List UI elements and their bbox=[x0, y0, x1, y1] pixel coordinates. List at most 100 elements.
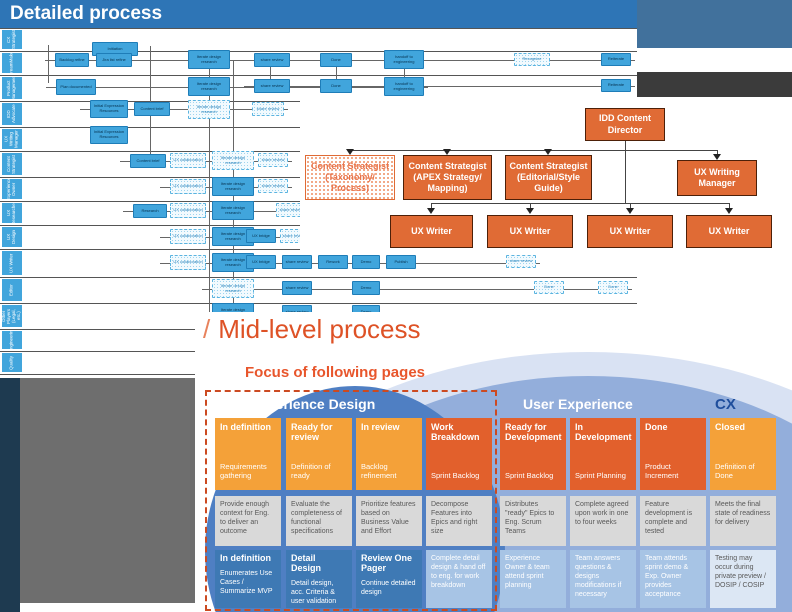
flow-box: share review bbox=[252, 102, 284, 116]
column-bottom-title: Detail Design bbox=[291, 553, 322, 573]
flow-box: Iterate design research bbox=[212, 253, 254, 272]
connector-line bbox=[336, 60, 337, 86]
column-header-subtitle: Sprint Backlog bbox=[505, 471, 554, 480]
flow-box: Iterate design research bbox=[212, 177, 254, 196]
connector-line bbox=[404, 60, 405, 86]
page-title: Detailed process bbox=[0, 0, 637, 28]
column-header-subtitle: Definition of ready bbox=[291, 462, 331, 480]
column-bottom-body: Team attends sprint demo & Exp. Owner pr… bbox=[645, 555, 689, 599]
column-bottom-note: Testing may occur during private preview… bbox=[710, 550, 776, 608]
flow-box: Initial Expression Resources bbox=[90, 100, 128, 118]
title-slash: / bbox=[203, 314, 211, 344]
flow-box: share review bbox=[254, 79, 290, 93]
background-steel-band bbox=[637, 0, 792, 48]
column-header-subtitle: Backlog refinement bbox=[361, 462, 397, 480]
flow-box: share review bbox=[282, 255, 312, 269]
column-header-subtitle: Requirements gathering bbox=[220, 462, 267, 480]
flow-box: share review bbox=[254, 53, 290, 67]
column-bottom-body: Enumerates Use Cases / Summarize MVP bbox=[220, 569, 273, 596]
column-header-subtitle: Product Increment bbox=[645, 462, 679, 480]
flow-box: Publish bbox=[386, 255, 416, 269]
flow-box: Research bbox=[133, 204, 167, 218]
section-header: User Experience bbox=[523, 396, 633, 412]
column-middle-note: Evaluate the completeness of functional … bbox=[286, 496, 352, 546]
flow-box: Done bbox=[320, 53, 352, 67]
flow-box: Backlog refine bbox=[55, 53, 89, 67]
column-header-title: Ready for Development bbox=[505, 422, 562, 443]
connector-line bbox=[160, 263, 540, 264]
swimlane-row: Editor bbox=[0, 278, 637, 304]
flow-box: Iterate design research bbox=[188, 100, 230, 119]
column-middle-note: Decompose Features into Epics and right … bbox=[426, 496, 492, 546]
flow-box: Done bbox=[534, 281, 564, 294]
column-header-title: In Development bbox=[575, 422, 632, 443]
flow-box: Done bbox=[320, 79, 352, 93]
flow-box: share review bbox=[258, 153, 288, 167]
column-header-title: Closed bbox=[715, 422, 746, 432]
flow-box: Iterate design research bbox=[188, 77, 230, 96]
flow-box: Content brief bbox=[134, 102, 170, 116]
mid-level-title: /Mid-level process bbox=[203, 314, 421, 344]
flow-box: Recognize bbox=[514, 53, 550, 66]
flow-box: handoff to engineering bbox=[384, 50, 424, 69]
flow-box: Initial Expression Resources bbox=[90, 126, 128, 144]
column-middle-note: Complete agreed upon work in one to four… bbox=[570, 496, 636, 546]
flow-box: UX bridge bbox=[246, 229, 276, 243]
flow-box: Demo bbox=[352, 255, 380, 269]
column-bottom-body: Testing may occur during private preview… bbox=[715, 555, 766, 590]
connector-line bbox=[202, 289, 632, 290]
column-bottom-body: Continue detailed design bbox=[361, 579, 416, 596]
focus-label: Focus of following pages bbox=[245, 364, 425, 381]
column-header-title: In review bbox=[361, 422, 400, 432]
flow-box: UX collaboration bbox=[170, 203, 206, 218]
flow-box: Rework bbox=[318, 255, 348, 269]
connector-line bbox=[48, 45, 49, 83]
focus-dashed-outline bbox=[205, 390, 497, 611]
org-chart-panel bbox=[300, 98, 792, 255]
column-middle-note: Feature development is complete and test… bbox=[640, 496, 706, 546]
column-header-subtitle: Sprint Backlog bbox=[431, 471, 480, 480]
flow-box: Demo bbox=[352, 281, 380, 295]
column-header-subtitle: Sprint Planning bbox=[575, 471, 626, 480]
flow-box: Jira list refine bbox=[96, 53, 132, 67]
flow-box: Reiterate bbox=[601, 79, 631, 92]
swimlane-row: UX Writer bbox=[0, 250, 637, 278]
background-dark-band bbox=[637, 72, 792, 97]
swimlane-row: DreamMaker bbox=[0, 52, 637, 76]
section-header: Experience Design bbox=[250, 396, 376, 412]
column-bottom-title: Review One Pager bbox=[361, 553, 413, 573]
column-bottom-note: Experience Owner & team attend sprint pl… bbox=[500, 550, 566, 608]
column-header-subtitle: Definition of Done bbox=[715, 462, 755, 480]
connector-line bbox=[46, 87, 428, 88]
connector-line bbox=[80, 109, 288, 110]
flow-box: share review bbox=[506, 255, 536, 268]
column-bottom-note: Complete detail design & hand off to eng… bbox=[426, 550, 492, 608]
column-header-title: Done bbox=[645, 422, 668, 432]
connector-line bbox=[120, 161, 292, 162]
flow-box: share review bbox=[276, 203, 306, 217]
flow-box: Done bbox=[598, 281, 628, 294]
swimlane-row: CX Strategist bbox=[0, 28, 637, 52]
flow-box: share review bbox=[282, 281, 312, 295]
column-middle-note: Distributes "ready" Epics to Eng. Scrum … bbox=[500, 496, 566, 546]
flow-box: Reiterate bbox=[601, 53, 631, 66]
column-header-title: Ready for review bbox=[291, 422, 333, 443]
flow-box: UX collaboration bbox=[170, 179, 206, 194]
flow-box: UX collaboration bbox=[170, 153, 206, 168]
flow-box: Plan documented bbox=[56, 79, 96, 95]
flow-box: Content brief bbox=[130, 154, 166, 168]
flow-box: Iterate design research bbox=[212, 227, 254, 246]
column-bottom-note: Team answers questions & designs modific… bbox=[570, 550, 636, 608]
column-bottom-title: In definition bbox=[220, 553, 271, 563]
